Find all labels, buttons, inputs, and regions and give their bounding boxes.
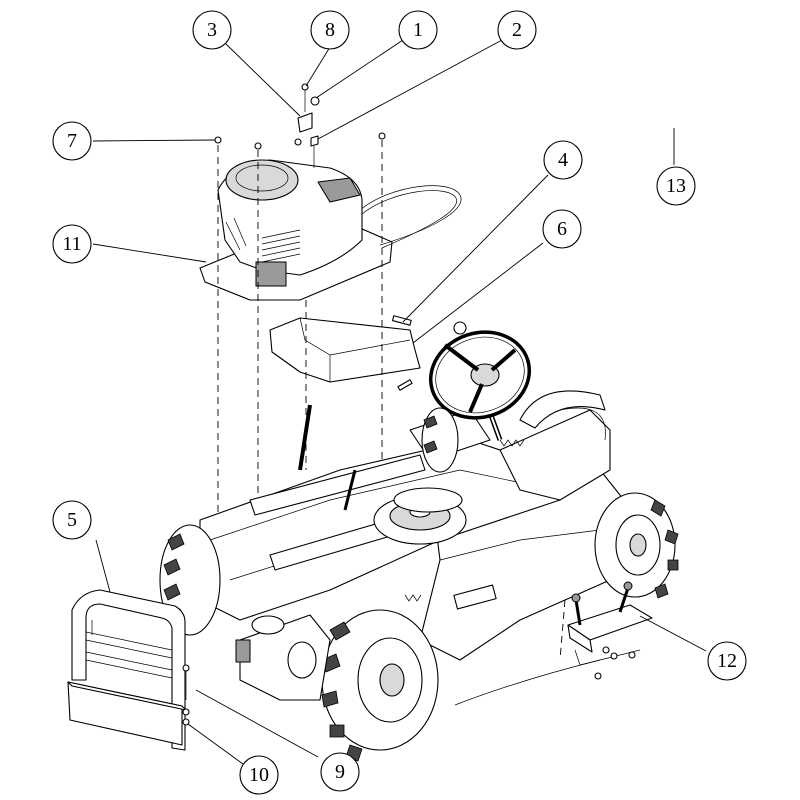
callout-4-label: 4: [558, 149, 568, 171]
engine-assembly: [199, 159, 462, 301]
tractor-chassis: [199, 321, 641, 706]
bumper-guard: [67, 589, 187, 751]
front-left-wheel: [421, 407, 459, 473]
callout-2: 2: [497, 10, 537, 50]
callout-9-label: 9: [335, 761, 345, 783]
callout-3: 3: [192, 10, 232, 50]
callout-6-label: 6: [557, 218, 567, 240]
hardware-top: [214, 83, 386, 168]
callout-9: 9: [320, 752, 360, 792]
callout-13-label: 13: [666, 175, 686, 197]
shield-bracket: [269, 315, 421, 391]
bumper-hardware: [91, 620, 190, 726]
callout-1-label: 1: [413, 19, 423, 41]
callout-10-label: 10: [249, 764, 269, 786]
callout-1: 1: [398, 10, 438, 50]
callout-8: 8: [310, 10, 350, 50]
callout-8-label: 8: [325, 19, 335, 41]
callout-7: 7: [52, 121, 92, 161]
callout-11-label: 11: [62, 233, 81, 255]
callout-11: 11: [52, 224, 92, 264]
callout-4: 4: [543, 140, 583, 180]
callout-10: 10: [239, 755, 279, 795]
assembly-lines: [217, 140, 566, 661]
callout-7-label: 7: [67, 130, 77, 152]
front-right-wheel: [594, 492, 679, 599]
rear-right-wheel: [321, 609, 439, 762]
callout-6: 6: [542, 209, 582, 249]
callout-2-label: 2: [512, 19, 522, 41]
callout-3-label: 3: [207, 19, 217, 41]
callout-5: 5: [52, 500, 92, 540]
leader-lines: [92, 39, 707, 765]
rear-axle-housing: [235, 614, 331, 701]
control-lever-assembly: [567, 581, 653, 680]
callout-5-label: 5: [67, 509, 77, 531]
callout-12: 12: [707, 641, 747, 681]
callout-12-label: 12: [717, 650, 737, 672]
callout-13: 13: [656, 166, 696, 206]
